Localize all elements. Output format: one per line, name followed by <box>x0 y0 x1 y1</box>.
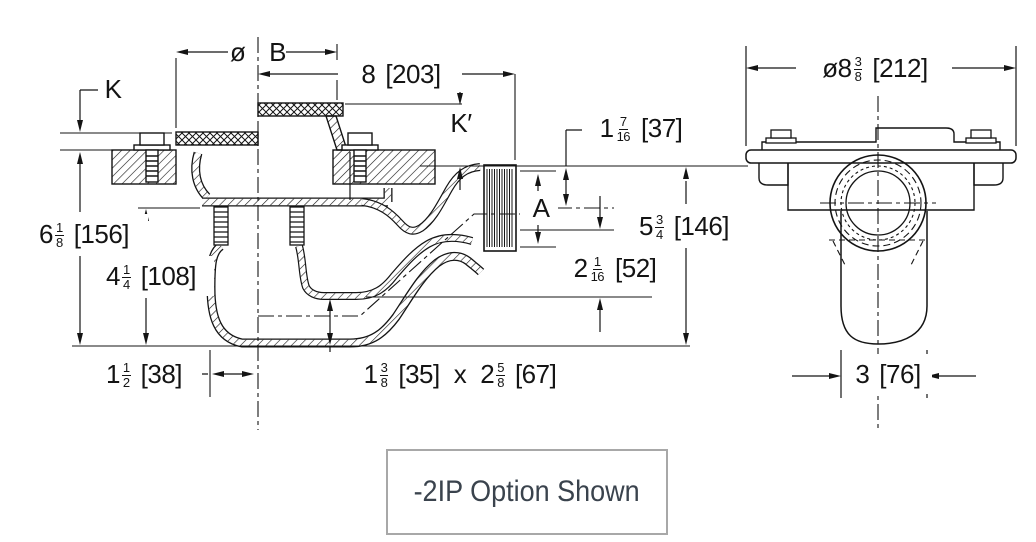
hidden-edges <box>829 239 927 266</box>
option-caption-box: -2IP Option Shown <box>386 449 668 535</box>
deck-flange-right <box>332 149 436 185</box>
dim-center-to-outlet-face: 8 [203] <box>340 56 462 92</box>
clamp-bolt-right <box>341 132 379 183</box>
dim-outlet-a: A <box>524 193 558 223</box>
drain-body-wall <box>191 151 211 201</box>
end-bolts <box>765 129 997 144</box>
deck-flange-left <box>111 149 177 185</box>
reference-lines <box>60 44 748 397</box>
strainer-profile <box>761 127 1001 150</box>
deck-plate <box>745 149 1017 164</box>
drain-body-floor <box>202 188 393 207</box>
centerlines <box>257 37 622 430</box>
end-view <box>745 46 1017 428</box>
outlet-upper-wall <box>361 163 481 235</box>
trap-seal-wall <box>295 234 474 300</box>
threaded-outlet-hub <box>483 164 517 252</box>
dim-outlet-drop-width: 3 [76] <box>844 354 932 394</box>
deck-plate-lips <box>758 163 1004 186</box>
threaded-neck <box>213 206 305 246</box>
dimension-graphics <box>77 49 689 377</box>
dim-k: K <box>104 74 122 104</box>
end-view-dimensions <box>745 46 1017 398</box>
end-view-centerlines <box>820 96 936 428</box>
dim-k-prime: K′ <box>450 108 472 138</box>
body-outline <box>787 163 975 211</box>
strainer-grate-raised <box>257 102 344 117</box>
strainer-grate-flat <box>175 131 259 146</box>
option-caption-text: -2IP Option Shown <box>413 475 641 508</box>
